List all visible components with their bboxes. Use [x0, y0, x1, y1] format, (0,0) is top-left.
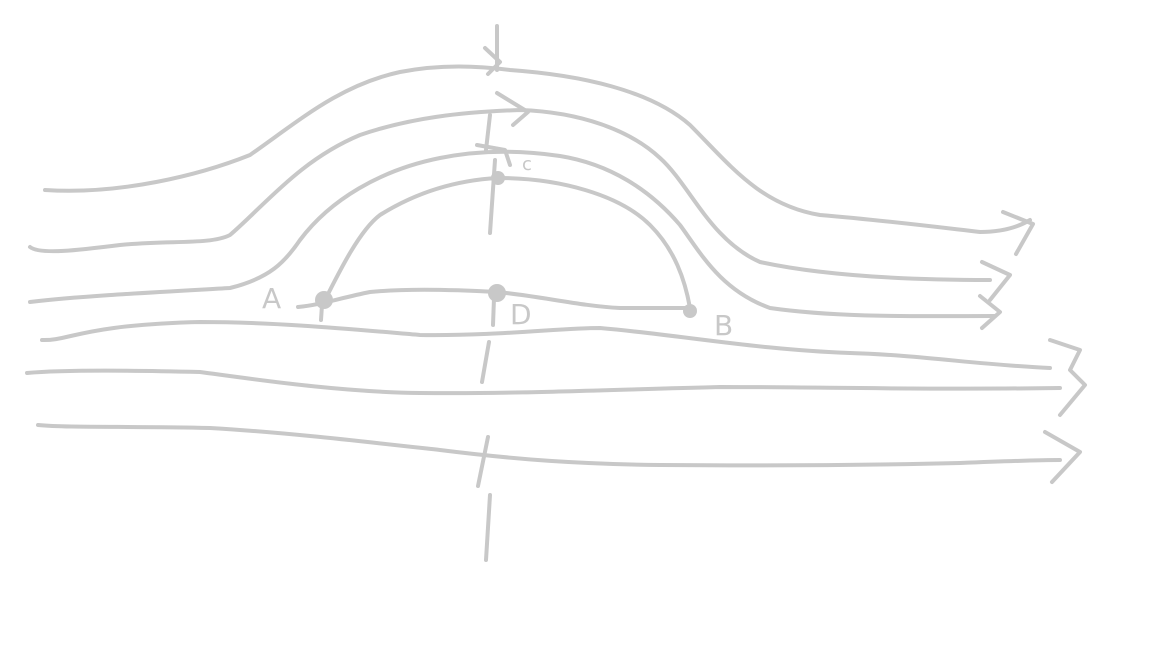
- streamline-2: [28, 108, 992, 282]
- point-C-label: c: [522, 154, 532, 175]
- point-D-label: D: [510, 298, 532, 331]
- streamline-3: [28, 149, 997, 319]
- arrowhead: [978, 294, 1002, 330]
- arrowhead: [475, 143, 512, 167]
- arrowhead: [1001, 210, 1035, 256]
- labels: A B c D: [262, 154, 733, 342]
- arrowhead: [980, 260, 1012, 302]
- point-D-dot: [488, 284, 506, 302]
- trajectory-arc: [322, 176, 692, 310]
- streamlines: [25, 46, 1087, 484]
- streamline-6: [36, 423, 1062, 468]
- point-C-dot: [491, 171, 505, 185]
- arrowhead: [483, 46, 502, 76]
- point-A-dot: [315, 291, 333, 309]
- point-A-label: A: [262, 282, 281, 315]
- arrowhead: [1043, 430, 1082, 484]
- axis-segment: [476, 435, 490, 488]
- points: [315, 171, 697, 318]
- streamline-5: [25, 368, 1062, 396]
- streamline-4: [40, 320, 1052, 370]
- axis-segment: [488, 158, 497, 235]
- axis-segment: [484, 493, 492, 562]
- arrowhead: [495, 91, 530, 127]
- axis-segment: [480, 340, 491, 384]
- streamline-1: [43, 64, 1032, 234]
- point-B-label: B: [714, 309, 733, 342]
- axis-segment: [491, 296, 496, 327]
- axis-segment: [484, 113, 492, 152]
- point-B-dot: [683, 304, 697, 318]
- arrowhead: [1048, 338, 1087, 417]
